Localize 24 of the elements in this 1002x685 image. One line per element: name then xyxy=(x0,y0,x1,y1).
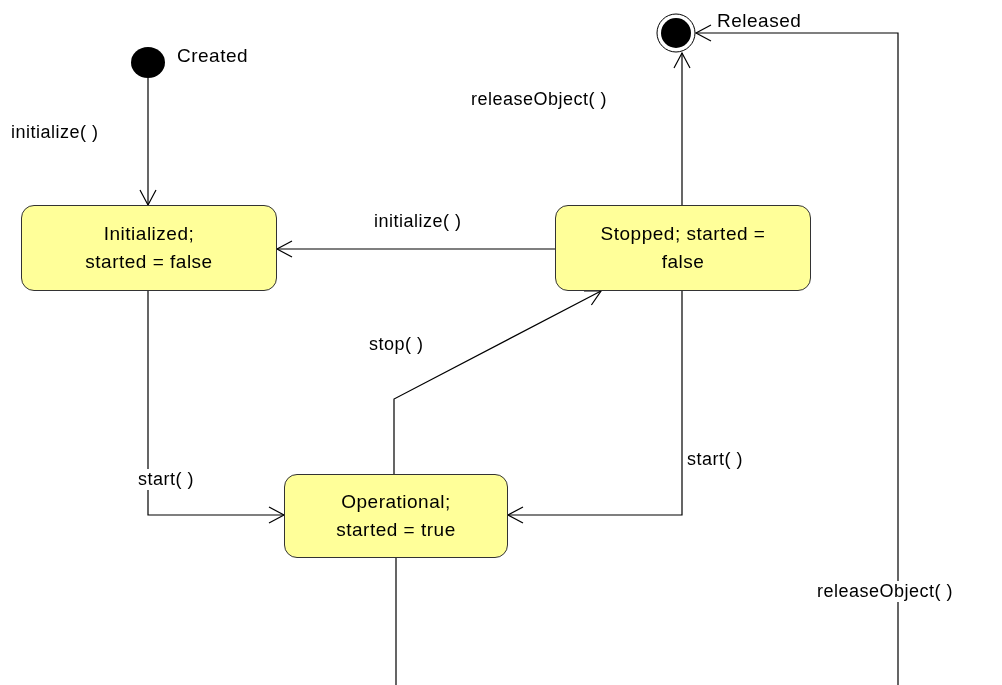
state-box xyxy=(21,205,277,291)
state-box xyxy=(555,205,811,291)
edge-label: initialize( ) xyxy=(10,122,100,143)
state-label: Released xyxy=(717,10,802,32)
state-box xyxy=(284,474,508,558)
transition-arrow xyxy=(393,290,602,475)
state-name: Initialized; started = false xyxy=(84,222,214,274)
transition-arrow xyxy=(276,240,556,258)
edge-label: initialize( ) xyxy=(373,211,463,232)
initial-state xyxy=(131,47,165,78)
state-name: Stopped; started = false xyxy=(599,222,767,274)
transition-arrow xyxy=(673,52,691,206)
transition-arrow xyxy=(147,290,285,524)
edge-label: start( ) xyxy=(137,469,195,490)
edge-label: releaseObject( ) xyxy=(816,581,955,602)
final-state xyxy=(656,13,696,53)
transition-arrow xyxy=(507,290,683,524)
edge-label: stop( ) xyxy=(368,334,425,355)
transition-arrow xyxy=(139,77,157,206)
state-name: Operational; started = true xyxy=(335,490,457,542)
edge-label: start( ) xyxy=(686,449,744,470)
transition-arrow xyxy=(395,24,899,685)
state-label: Created xyxy=(177,45,249,67)
edge-label: releaseObject( ) xyxy=(470,89,609,110)
